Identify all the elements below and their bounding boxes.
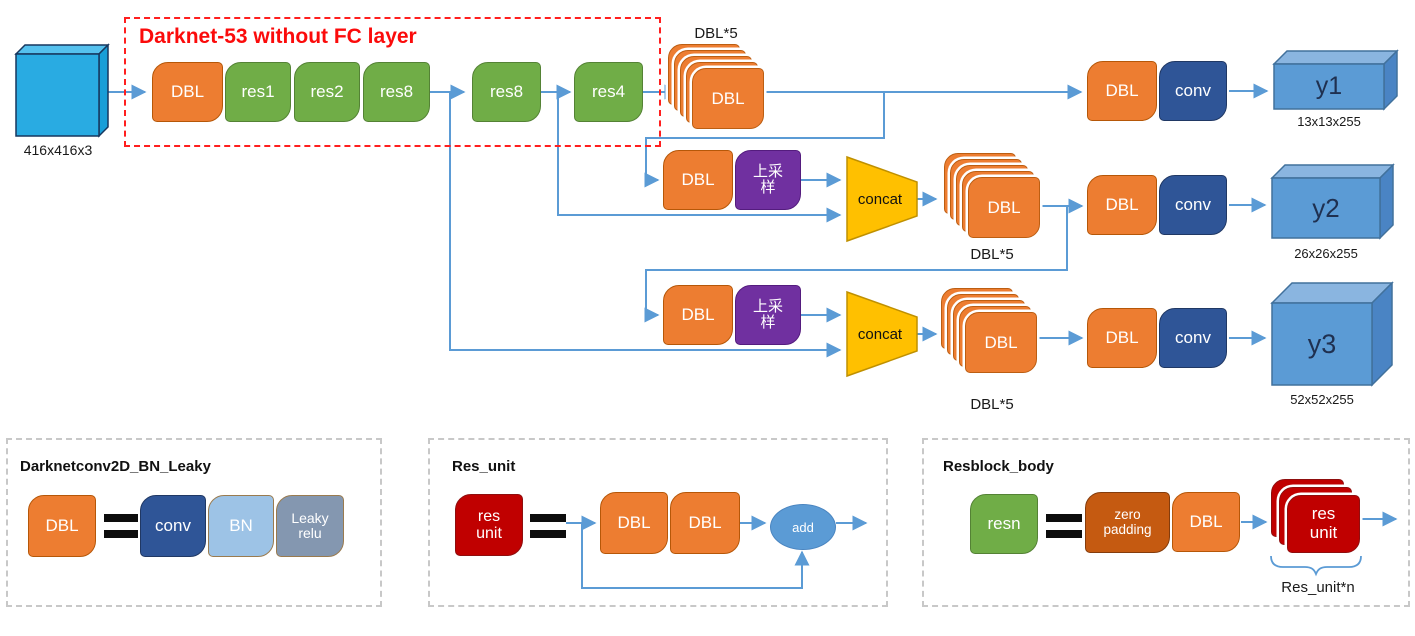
input-dims-label: 416x416x3	[23, 142, 93, 158]
row2-conv-block: conv	[1159, 175, 1227, 235]
row2-dbl-stack: DBL	[944, 153, 1040, 238]
backbone-dbl-block: DBL	[152, 62, 223, 122]
legend-leaky-relu-block: Leaky relu	[276, 495, 344, 557]
legend-res-unit-title: Res_unit	[452, 458, 516, 475]
y2-label: y2	[1312, 192, 1340, 223]
legend-resblock-dbl-block: DBL	[1172, 492, 1240, 552]
concat-shape-row2	[846, 155, 918, 243]
y3-dims-label: 52x52x255	[1290, 392, 1354, 407]
y1-label: y1	[1315, 72, 1343, 100]
y1-cube	[1272, 49, 1399, 111]
row2-upsample-block: 上采样	[735, 150, 801, 210]
row3-dbl-block: DBL	[663, 285, 733, 345]
row3-conv-block: conv	[1159, 308, 1227, 368]
legend-res-unit-dbl2-block: DBL	[670, 492, 740, 554]
equals-sign	[104, 514, 138, 522]
legend-zero-padding-block: zero padding	[1085, 492, 1170, 553]
y2-dims-label: 26x26x255	[1294, 246, 1358, 261]
backbone-res8b-block: res8	[472, 62, 541, 122]
y2-cube	[1270, 163, 1395, 240]
darknet53-frame	[124, 17, 661, 147]
legend-conv-block: conv	[140, 495, 206, 557]
row3-dbl-stack: DBL	[941, 288, 1037, 373]
input-cube	[14, 43, 110, 138]
legend-res-unit-stack: res unit	[1271, 479, 1361, 554]
y3-cube	[1270, 281, 1394, 387]
equals-sign	[1046, 514, 1082, 522]
backbone-res8a-block: res8	[363, 62, 430, 122]
arrows	[103, 83, 1398, 589]
row1-head-dbl-block: DBL	[1087, 61, 1157, 121]
row2-dbl-block: DBL	[663, 150, 733, 210]
row1-dbl-stack: DBL	[668, 44, 764, 129]
row2-head-dbl-block: DBL	[1087, 175, 1157, 235]
concat-shape-row3	[846, 290, 918, 378]
add-node: add	[770, 504, 836, 550]
legend-res-unit-block: res unit	[455, 494, 523, 556]
row3-concat-label: concat	[857, 325, 903, 343]
row3-stack-caption: DBL*5	[970, 396, 1014, 413]
row2-concat-label: concat	[857, 190, 903, 208]
backbone-res4-block: res4	[574, 62, 643, 122]
row3-upsample-block: 上采样	[735, 285, 801, 345]
res-unit-n-caption: Res_unit*n	[1281, 579, 1355, 596]
legend-resn-block: resn	[970, 494, 1038, 554]
darknet53-title: Darknet-53 without FC layer	[139, 25, 417, 48]
legend-res-unit-box	[428, 438, 888, 607]
y1-dims-label: 13x13x255	[1297, 114, 1361, 129]
row3-head-dbl-block: DBL	[1087, 308, 1157, 368]
legend-dbl-box	[6, 438, 382, 607]
legend-bn-block: BN	[208, 495, 274, 557]
legend-resblock-title: Resblock_body	[943, 458, 1054, 475]
equals-sign	[530, 514, 566, 522]
res-unit-brace	[1270, 555, 1362, 577]
backbone-res1-block: res1	[225, 62, 291, 122]
row1-stack-caption: DBL*5	[694, 25, 738, 42]
legend-dbl-block: DBL	[28, 495, 96, 557]
row1-conv-block: conv	[1159, 61, 1227, 121]
y3-label: y3	[1307, 328, 1337, 359]
backbone-res2-block: res2	[294, 62, 360, 122]
legend-res-unit-dbl1-block: DBL	[600, 492, 668, 554]
row2-stack-caption: DBL*5	[970, 246, 1014, 263]
legend-dbl-title: Darknetconv2D_BN_Leaky	[20, 458, 211, 475]
legend-resblock-box	[922, 438, 1410, 607]
